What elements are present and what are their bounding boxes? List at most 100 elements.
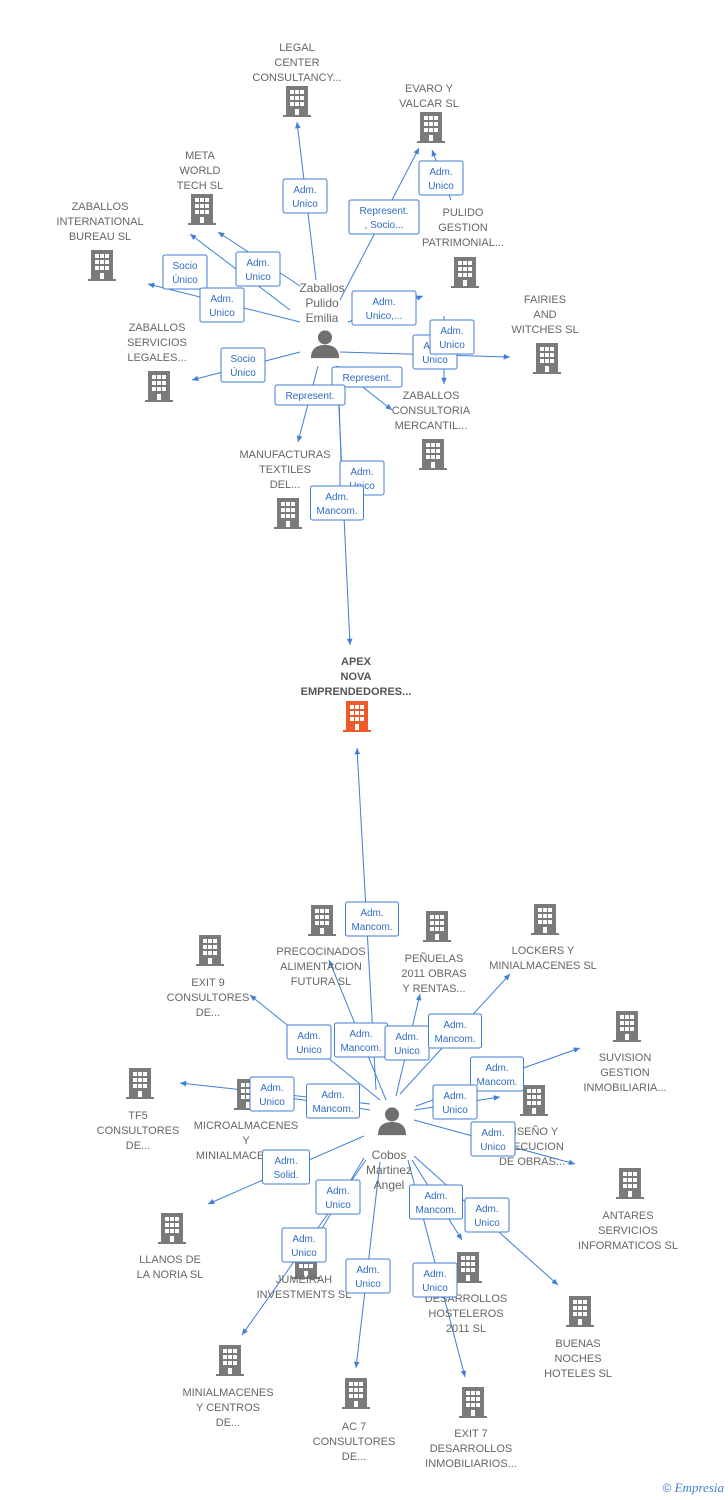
relation-label[interactable]: Adm.Mancom.: [428, 1013, 482, 1049]
relation-label[interactable]: Adm.Unico: [199, 287, 245, 323]
relation-label[interactable]: Represent.: [331, 366, 403, 388]
company-node-jume[interactable]: JUMEIRAH INVESTMENTS SL: [257, 1248, 352, 1301]
building-icon: [274, 498, 302, 529]
node-label: EVARO Y: [405, 83, 454, 95]
building-icon: [126, 1068, 154, 1099]
relation-label[interactable]: Adm. Unico: [412, 1262, 458, 1298]
relation-label[interactable]: Represent.: [274, 384, 346, 406]
node-label: INTERNATIONAL: [56, 216, 143, 228]
company-node-exit7[interactable]: EXIT 7DESARROLLOSINMOBILIARIOS...: [425, 1387, 517, 1470]
relation-label-text: Mancom.: [434, 1034, 475, 1045]
relation-label-text: Socio: [230, 354, 255, 365]
relation-label-text: Mancom.: [351, 922, 392, 933]
relation-label[interactable]: Adm.Solid.: [262, 1149, 310, 1185]
node-label: JUMEIRAH: [276, 1274, 332, 1286]
relation-label-text: Represent.: [360, 206, 409, 217]
node-label: GESTION: [438, 222, 488, 234]
relation-label[interactable]: Adm.Mancom.: [334, 1022, 388, 1058]
relation-label-text: Unico: [292, 199, 318, 210]
focus-company-node[interactable]: APEXNOVAEMPRENDEDORES...: [301, 656, 412, 732]
building-icon: [343, 701, 371, 732]
company-node-tf5[interactable]: TF5CONSULTORESDE...: [97, 1068, 180, 1152]
relation-label[interactable]: Adm.Mancom.: [310, 485, 364, 521]
company-node-exit9[interactable]: EXIT 9CONSULTORESDE...: [167, 935, 250, 1019]
node-label: MINIALMACENES: [182, 1387, 273, 1399]
relation-label[interactable]: Adm.Unico: [432, 1084, 478, 1120]
relation-label[interactable]: Adm.Unico: [429, 319, 475, 355]
node-label: DE...: [126, 1140, 150, 1152]
node-label: MERCANTIL...: [395, 420, 468, 432]
company-node-suvision[interactable]: SUVISIONGESTIONINMOBILIARIA...: [583, 1011, 667, 1094]
relation-label[interactable]: Adm.Unico: [315, 1179, 361, 1215]
node-label: TECH SL: [177, 180, 223, 192]
node-label: Emilia: [306, 311, 339, 325]
node-label: Angel: [374, 1178, 405, 1192]
relation-label-text: Adm.: [481, 1128, 504, 1139]
node-label: Y: [242, 1135, 250, 1147]
building-icon: [419, 439, 447, 470]
relation-label-text: Unico: [259, 1097, 285, 1108]
relation-label[interactable]: Adm.Mancom.: [345, 901, 399, 937]
relation-label[interactable]: Adm.Unico: [286, 1024, 332, 1060]
copyright-footer: © Empresia: [662, 1480, 724, 1496]
relation-label[interactable]: Adm.Unico: [470, 1121, 516, 1157]
relation-label-text: Adm.: [246, 258, 269, 269]
relation-label[interactable]: Adm.Unico: [282, 178, 328, 214]
node-label: DE...: [216, 1417, 240, 1429]
relation-label[interactable]: Adm.Unico,...: [351, 290, 417, 326]
node-label: Zaballos: [299, 281, 344, 295]
building-icon: [158, 1213, 186, 1244]
node-label: LLANOS DE: [139, 1254, 201, 1266]
relation-label[interactable]: Adm.Unico: [418, 160, 464, 196]
company-node-manu[interactable]: MANUFACTURASTEXTILESDEL...: [239, 449, 331, 529]
relation-label[interactable]: Adm.Unico: [384, 1025, 430, 1061]
company-node-pulido[interactable]: PULIDOGESTIONPATRIMONIAL...: [422, 207, 504, 288]
relation-label[interactable]: Adm.Mancom.: [306, 1083, 360, 1119]
relation-label-text: Solid.: [273, 1170, 298, 1181]
relation-label-text: Adm.: [260, 1083, 283, 1094]
node-label: INVESTMENTS SL: [257, 1289, 352, 1301]
company-node-legal[interactable]: LEGALCENTERCONSULTANCY...: [252, 42, 342, 117]
node-label: LEGAL: [279, 42, 314, 54]
node-label: INMOBILIARIA...: [583, 1082, 666, 1094]
company-node-zsl[interactable]: ZABALLOSSERVICIOSLEGALES...: [127, 322, 187, 402]
building-icon: [216, 1345, 244, 1376]
node-label: LOCKERS Y: [512, 945, 575, 957]
relation-label[interactable]: Adm. Unico: [249, 1076, 295, 1112]
relation-label-text: Adm.: [423, 1269, 446, 1280]
relation-label-text: Adm.: [292, 1234, 315, 1245]
relation-label[interactable]: Adm.Unico: [464, 1197, 510, 1233]
company-node-ac7[interactable]: AC 7CONSULTORESDE...: [313, 1378, 396, 1463]
node-label: SERVICIOS: [598, 1225, 658, 1237]
relation-label[interactable]: Adm.Unico: [281, 1227, 327, 1263]
relation-label-text: Único: [172, 273, 198, 286]
empresia-logo[interactable]: Empresia: [674, 1480, 724, 1495]
company-node-zcm[interactable]: ZABALLOSCONSULTORIAMERCANTIL...: [392, 390, 471, 470]
relation-label[interactable]: Represent., Socio...: [348, 199, 420, 235]
relation-label[interactable]: Adm.Mancom.: [409, 1184, 463, 1220]
relation-label[interactable]: Adm.Unico: [345, 1258, 391, 1294]
relation-label[interactable]: Adm.Mancom.: [470, 1056, 524, 1092]
relation-label-text: Unico: [422, 1283, 448, 1294]
node-label: DE OBRAS...: [499, 1156, 565, 1168]
relation-label[interactable]: Adm.Unico: [235, 251, 281, 287]
person-icon: [377, 1107, 407, 1136]
node-label: Pulido: [305, 296, 339, 310]
